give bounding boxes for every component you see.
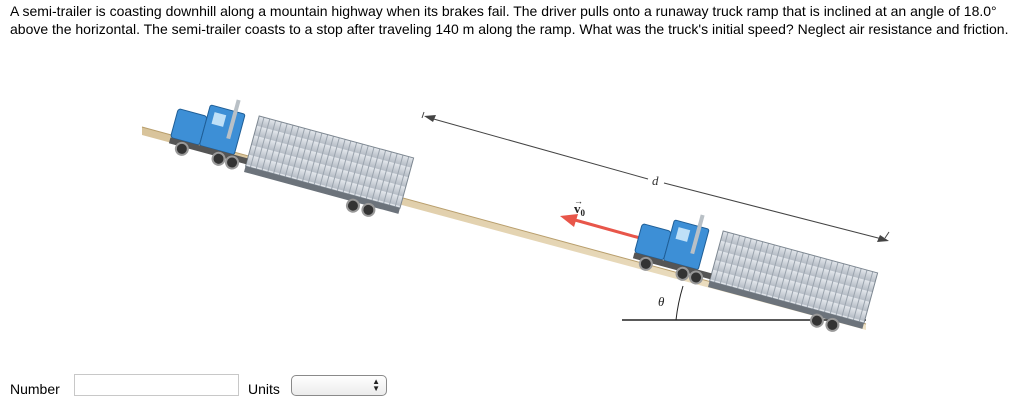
velocity-label: v0 (574, 201, 586, 218)
updown-arrows-icon: ▲▼ (372, 377, 380, 393)
velocity-arrow (560, 214, 641, 240)
number-label: Number (10, 381, 60, 397)
units-select[interactable]: ▲▼ (291, 375, 387, 396)
truck-top (168, 99, 415, 217)
angle-arc (675, 285, 684, 321)
trailer-top (243, 115, 415, 214)
distance-dimension (421, 111, 890, 242)
question-text: A semi-trailer is coasting downhill alon… (10, 3, 1009, 37)
units-label: Units (248, 381, 280, 397)
wheels-top (174, 141, 376, 217)
truck-bottom (632, 214, 879, 332)
velocity-vector-mark: → (574, 196, 583, 206)
cab-bottom (632, 214, 712, 280)
trailer-bottom (707, 230, 879, 329)
number-input[interactable] (74, 374, 239, 396)
answer-row: Number Units ▲▼ (0, 373, 1024, 403)
angle-label: θ (658, 294, 665, 309)
distance-label: d (652, 173, 659, 188)
wheels-bottom (638, 256, 840, 332)
cab-top (168, 99, 248, 165)
